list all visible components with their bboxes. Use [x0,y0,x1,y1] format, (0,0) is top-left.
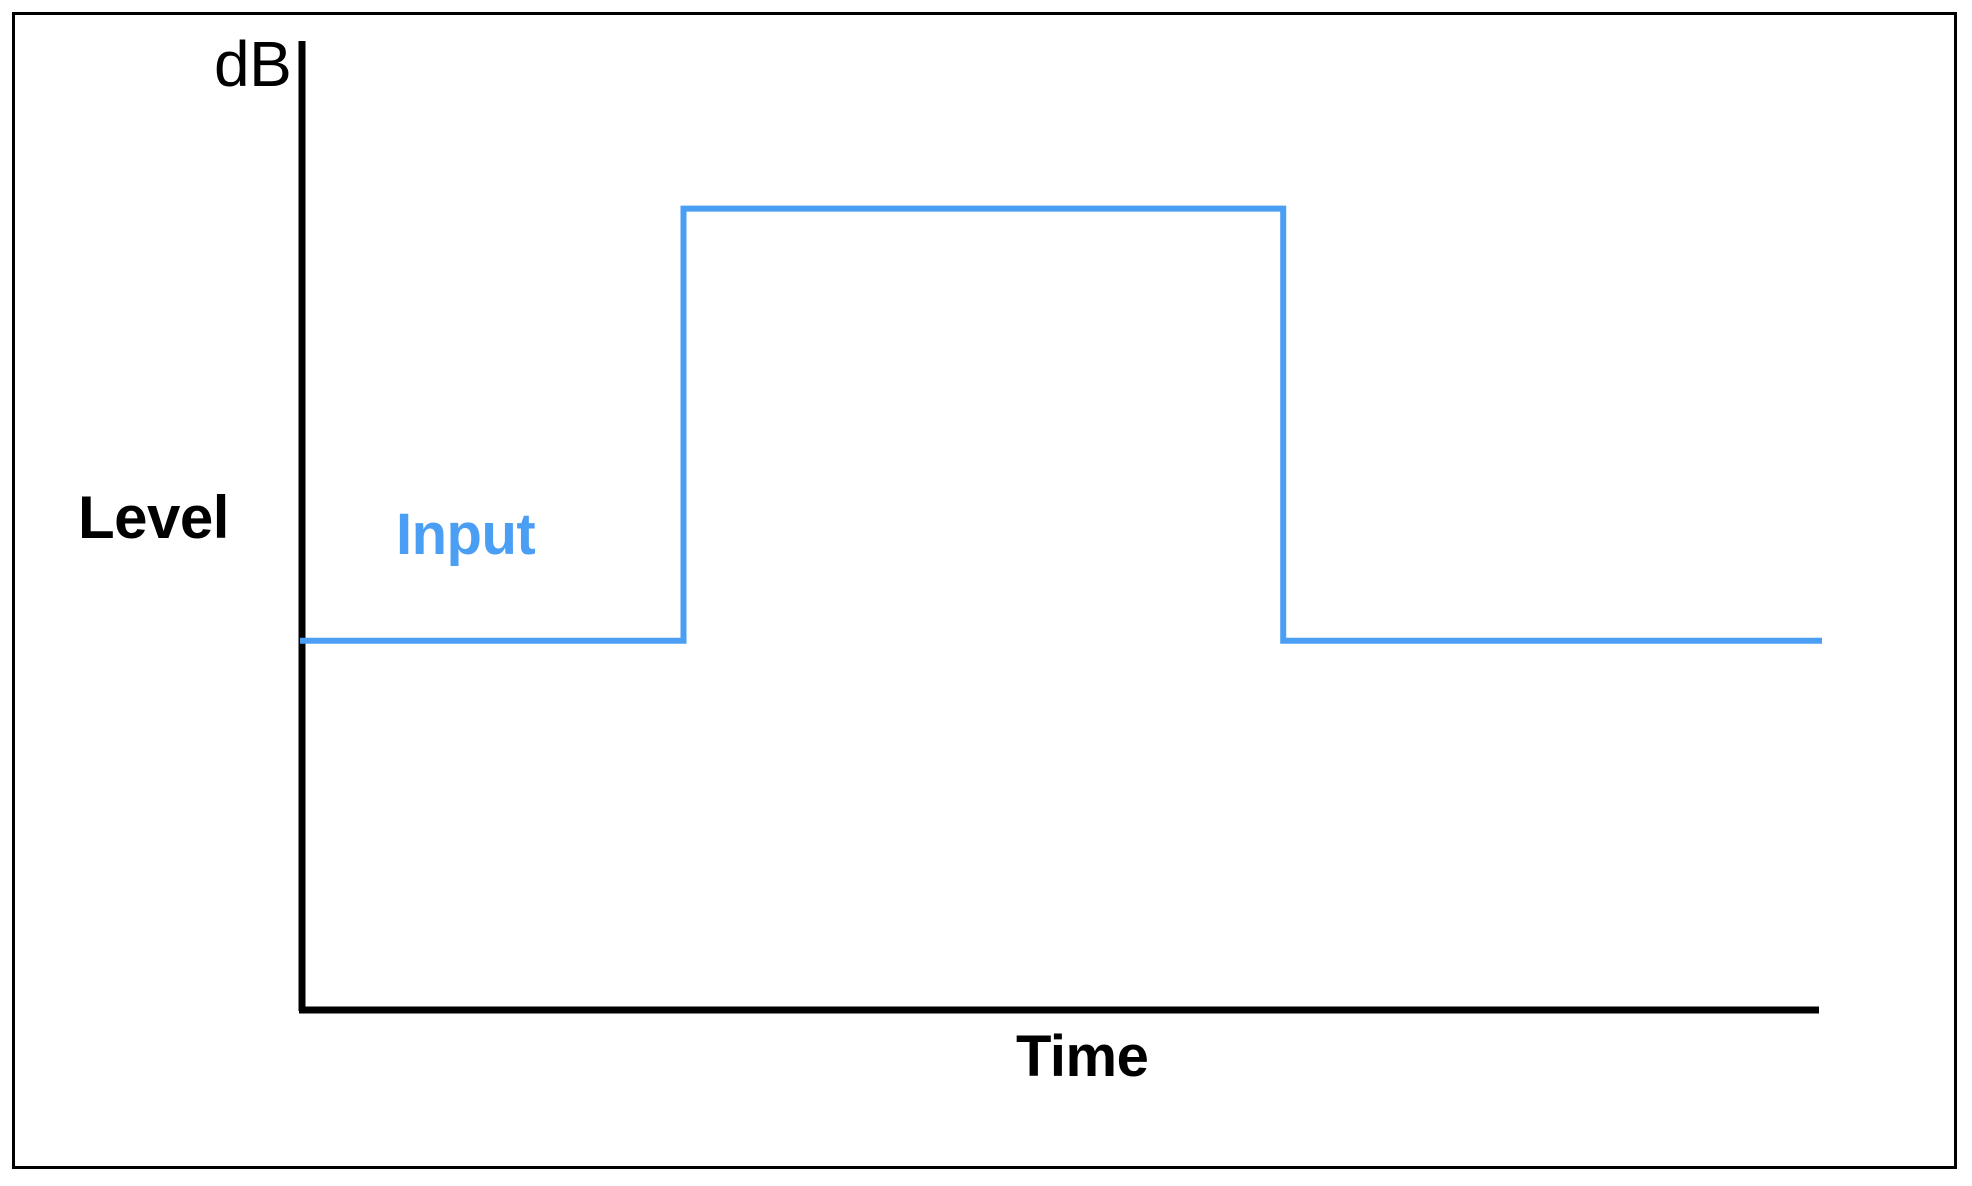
y-axis-unit-label: dB [214,28,292,100]
input-series-annotation: Input [396,502,536,567]
figure-border [12,12,1957,1169]
y-axis-title: Level [78,484,229,551]
input-step-series [300,205,1822,644]
x-axis-title: Time [1016,1024,1149,1089]
